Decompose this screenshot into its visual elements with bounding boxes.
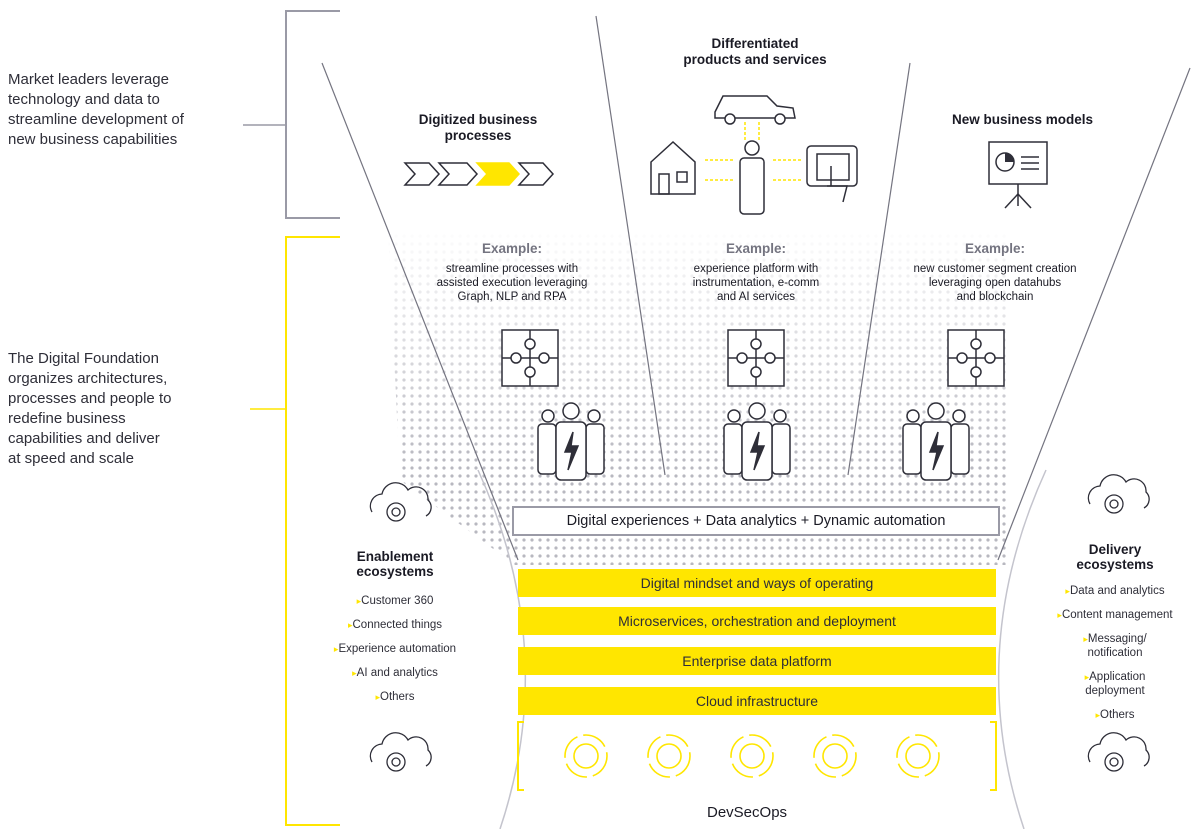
- devsecops-label: DevSecOps: [707, 804, 788, 821]
- example-text-1: streamline processes with assisted execu…: [436, 263, 588, 303]
- enablement-ecosystems-list: Customer 360 Connected things Experience…: [310, 594, 480, 704]
- team-power-icon: [537, 402, 605, 481]
- funnel-line-mid-left: [595, 15, 666, 476]
- list-item: Content management: [1040, 608, 1190, 622]
- devsecops-bracket-right: [990, 721, 997, 791]
- column-title-differentiated: Differentiated products and services: [683, 36, 827, 67]
- puzzle-icon: [947, 329, 1005, 387]
- cloud-gear-icon: [1087, 732, 1150, 772]
- capabilities-ribbon: Digital experiences + Data analytics + D…: [512, 506, 1000, 536]
- layer-microservices: Microservices, orchestration and deploym…: [518, 607, 996, 635]
- funnel-line-right: [997, 67, 1191, 561]
- digital-foundation-note: The Digital Foundation organizes archite…: [8, 350, 172, 467]
- tablet-touch-icon: [806, 145, 858, 203]
- list-item: Experience automation: [310, 642, 480, 656]
- cycle-icon: [813, 734, 857, 778]
- person-icon: [739, 140, 765, 215]
- list-item: Connected things: [310, 618, 480, 632]
- enablement-ecosystems-title: Enablement ecosystems: [356, 549, 434, 579]
- yellow-bracket: [285, 236, 340, 826]
- house-icon: [650, 140, 696, 195]
- column-title-digitized: Digitized business processes: [418, 112, 538, 143]
- list-item: Others: [310, 690, 480, 704]
- example-label-2: Example:: [725, 241, 787, 256]
- list-item: Others: [1040, 708, 1190, 722]
- car-icon: [714, 95, 796, 125]
- list-item: Messaging/ notification: [1040, 632, 1190, 660]
- layer-enterprise-data: Enterprise data platform: [518, 647, 996, 675]
- list-item: Application deployment: [1040, 670, 1190, 698]
- list-item: AI and analytics: [310, 666, 480, 680]
- team-power-icon: [902, 402, 970, 481]
- right-ecosystem-arc: [997, 469, 1047, 829]
- delivery-ecosystems-list: Data and analytics Content management Me…: [1040, 584, 1190, 722]
- layer-cloud-infrastructure: Cloud infrastructure: [518, 687, 996, 715]
- team-power-icon: [723, 402, 791, 481]
- presentation-chart-icon: [988, 141, 1048, 209]
- gray-bracket: [285, 10, 340, 219]
- cloud-gear-icon: [1087, 474, 1150, 514]
- chevron-process-icon: [403, 162, 555, 186]
- column-title-new-models: New business models: [951, 112, 1094, 127]
- layer-digital-mindset: Digital mindset and ways of operating: [518, 569, 996, 597]
- list-item: Data and analytics: [1040, 584, 1190, 598]
- cycle-icon: [564, 734, 608, 778]
- example-text-3: new customer segment creation leveraging…: [913, 263, 1077, 303]
- cycle-icon: [647, 734, 691, 778]
- cloud-gear-icon: [369, 732, 432, 772]
- example-text-2: experience platform with instrumentation…: [692, 263, 820, 303]
- puzzle-icon: [727, 329, 785, 387]
- products-services-illustration: [650, 95, 858, 215]
- delivery-ecosystems-title: Delivery ecosystems: [1076, 542, 1154, 572]
- cycle-icon: [730, 734, 774, 778]
- funnel-line-left: [321, 62, 519, 561]
- example-label-1: Example:: [481, 241, 543, 256]
- puzzle-icon: [501, 329, 559, 387]
- devsecops-bracket-left: [517, 721, 524, 791]
- cycle-icon: [896, 734, 940, 778]
- list-item: Customer 360: [310, 594, 480, 608]
- example-label-3: Example:: [964, 241, 1026, 256]
- market-leaders-note: Market leaders leverage technology and d…: [8, 71, 184, 148]
- funnel-line-mid-right: [847, 62, 911, 476]
- cloud-gear-icon: [369, 482, 432, 522]
